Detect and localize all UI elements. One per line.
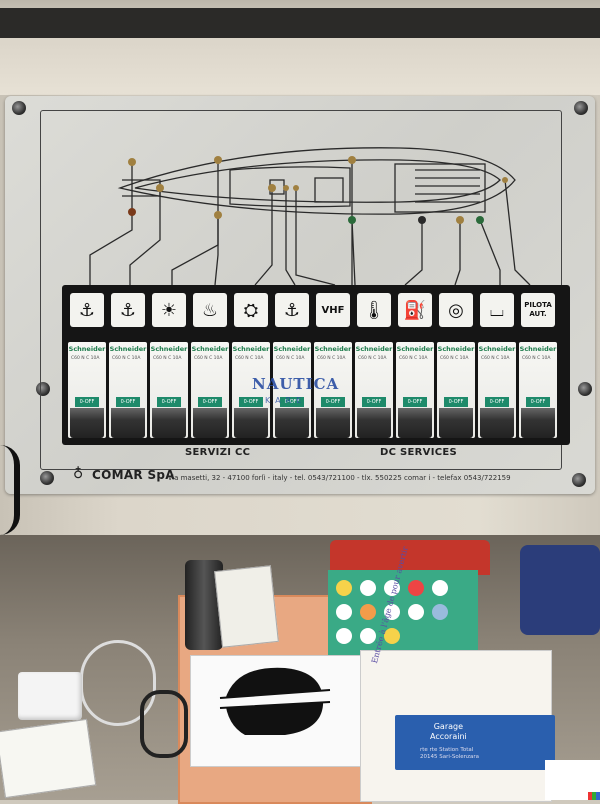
anchor-light-icon: ⚓ [70,293,104,327]
breaker-toggle[interactable] [152,408,186,438]
breaker-toggle[interactable] [521,408,555,438]
breaker-toggle[interactable] [398,408,432,438]
polka-dot-box [328,570,478,655]
screw-top-left-icon [12,101,26,115]
screw-top-right-icon [574,101,588,115]
deck-light-icon: ☀ [152,293,186,327]
white-device [214,565,279,648]
watermark-subtitle: KARE [265,396,307,405]
thermometer-icon: 🌡 [357,293,391,327]
instrument-light-icon: ⛭ [234,293,268,327]
breaker-toggle[interactable] [480,408,514,438]
usb-charger [18,672,82,720]
watermark-title: NAUTICA [252,375,340,393]
moor-head-icon [219,667,331,735]
breaker-toggle[interactable] [70,408,104,438]
corner-logo-icon [588,792,600,800]
business-card [395,715,555,770]
vhf-label: VHF [316,293,350,327]
maker-name: COMAR SpA [92,468,175,482]
wall-strip [0,8,600,38]
breaker-toggle[interactable] [316,408,350,438]
servizi-cc-label: SERVIZI CC [185,447,251,458]
black-wire [140,690,188,758]
boat-wiring-diagram [89,147,531,286]
breaker-toggle[interactable] [439,408,473,438]
steaming-light-icon: ⚓ [111,293,145,327]
dc-services-label: DC SERVICES [380,447,457,458]
notebook [0,718,97,799]
horn-icon: ◎ [439,293,473,327]
breaker-toggle[interactable] [275,408,309,438]
water-pump-icon: ⛽ [398,293,432,327]
red-bag [330,540,490,575]
screw-mid-right-icon [578,382,592,396]
nav-light-icon: ⚓ [275,293,309,327]
blue-bag [520,545,600,635]
maker-address: via masetti, 32 - 47100 forlì - italy - … [168,474,511,482]
black-cable [0,445,20,535]
breaker-toggle[interactable] [193,408,227,438]
cabin-light-icon: ♨ [193,293,227,327]
breaker-toggle[interactable] [357,408,391,438]
screw-bottom-left-icon [40,471,54,485]
business-card-address: rte rte Station Total 20145 Sari-Solenza… [420,747,480,760]
screw-mid-left-icon [36,382,50,396]
breaker-toggle[interactable] [111,408,145,438]
pilota-aut-label: PILOTA AUT. [521,293,555,327]
comar-logo-icon: ♁ [73,466,84,482]
business-card-title: Garage Accoraini [430,722,467,741]
screw-bottom-right-icon [572,473,586,487]
breaker-toggle[interactable] [234,408,268,438]
bilge-pump-icon: ⌴ [480,293,514,327]
